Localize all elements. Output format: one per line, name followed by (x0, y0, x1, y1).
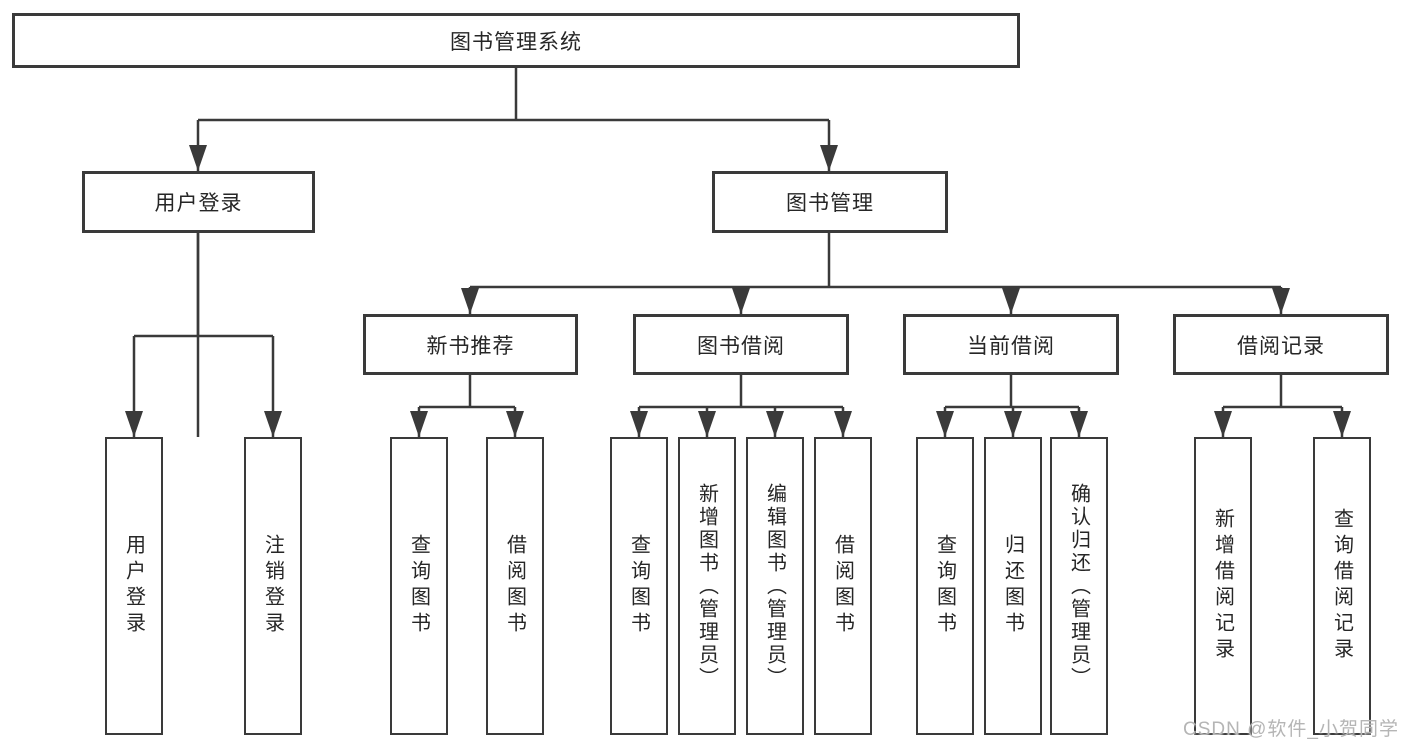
arrowhead-icon (1004, 411, 1022, 437)
leaf-add-borrow-record: 新增借阅记录 (1194, 437, 1252, 735)
leaf-query-borrow-record: 查询借阅记录 (1313, 437, 1371, 735)
leaf-confirm-return-admin: 确认归还（管理员） (1050, 437, 1108, 735)
arrowhead-icon (766, 411, 784, 437)
node-new-book-recommend: 新书推荐 (363, 314, 578, 375)
arrowhead-icon (1002, 288, 1020, 314)
leaf-logout: 注销登录 (244, 437, 302, 735)
arrowhead-icon (1070, 411, 1088, 437)
leaf-query-books-current: 查询图书 (916, 437, 974, 735)
arrowhead-icon (732, 288, 750, 314)
leaf-edit-books-admin: 编辑图书（管理员） (746, 437, 804, 735)
leaf-user-login: 用户登录 (105, 437, 163, 735)
arrowhead-icon (1214, 411, 1232, 437)
arrowhead-icon (630, 411, 648, 437)
node-borrowing-records: 借阅记录 (1173, 314, 1389, 375)
leaf-borrow-books-recommend: 借阅图书 (486, 437, 544, 735)
node-book-management: 图书管理 (712, 171, 948, 233)
arrowhead-icon (410, 411, 428, 437)
arrowhead-icon (125, 411, 143, 437)
arrowhead-icon (936, 411, 954, 437)
arrowhead-icon (820, 145, 838, 171)
watermark: CSDN @软件_小贺同学 (1183, 719, 1399, 740)
arrowhead-icon (1333, 411, 1351, 437)
node-user-login: 用户登录 (82, 171, 315, 233)
arrowhead-icon (264, 411, 282, 437)
arrowhead-icon (698, 411, 716, 437)
arrowhead-icon (461, 288, 479, 314)
node-root-book-management-system: 图书管理系统 (12, 13, 1020, 68)
arrowhead-icon (1272, 288, 1290, 314)
leaf-query-books-recommend: 查询图书 (390, 437, 448, 735)
tree-edges (132, 68, 1344, 437)
arrowhead-icon (834, 411, 852, 437)
node-book-borrowing: 图书借阅 (633, 314, 849, 375)
node-current-borrowing: 当前借阅 (903, 314, 1119, 375)
leaf-add-books-admin: 新增图书（管理员） (678, 437, 736, 735)
arrowhead-icon (189, 145, 207, 171)
arrowhead-icon (506, 411, 524, 437)
leaf-query-books-borrowing: 查询图书 (610, 437, 668, 735)
leaf-borrow-books-borrowing: 借阅图书 (814, 437, 872, 735)
leaf-return-books: 归还图书 (984, 437, 1042, 735)
